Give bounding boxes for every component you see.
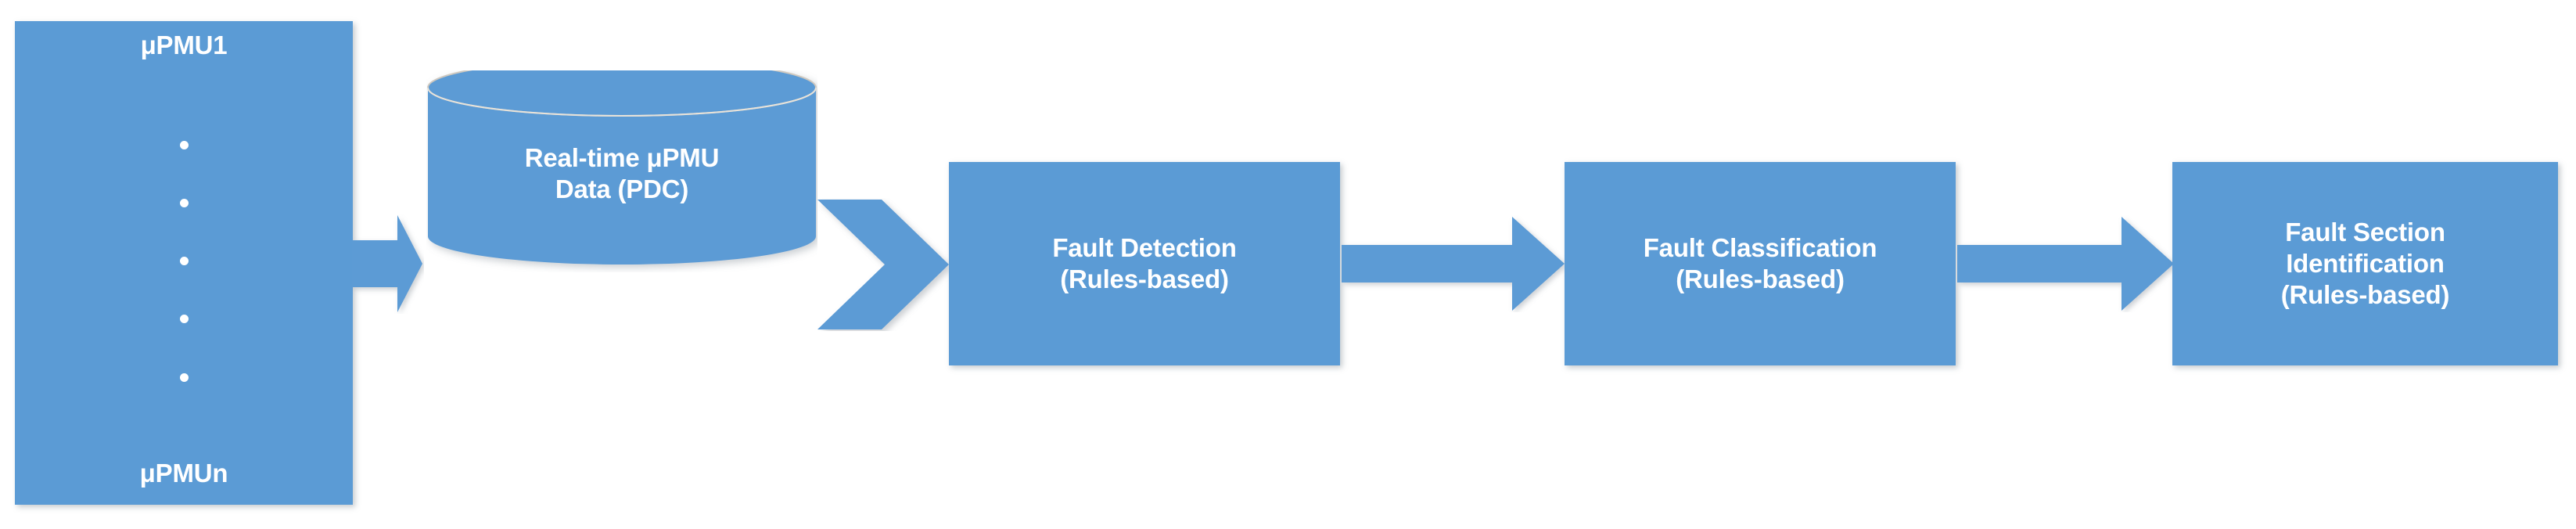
arrow-classify-to-section-icon <box>1957 217 2174 311</box>
node-fault-detection[interactable]: Fault Detection (Rules-based) <box>949 162 1340 365</box>
arrow-detect-to-classify-icon <box>1342 217 1565 311</box>
chevron-pdc-to-detect-icon <box>817 200 949 329</box>
node-pdc-cylinder[interactable]: Real-time μPMU Data (PDC) <box>426 70 817 272</box>
node-fault-section-identification[interactable]: Fault Section Identification (Rules-base… <box>2172 162 2558 365</box>
arrow-pmu-to-pdc-icon <box>352 215 422 312</box>
pmu-stack-bottom-label: μPMUn <box>139 458 228 488</box>
ellipsis-dot <box>179 198 189 207</box>
ellipsis-dot <box>179 140 189 149</box>
pmu-stack-top-label: μPMU1 <box>140 31 228 59</box>
ellipsis-dot <box>179 315 189 324</box>
pmu-stack-vertical-ellipsis <box>15 61 353 458</box>
fault-classification-label: Fault Classification (Rules-based) <box>1643 232 1877 293</box>
node-pmu-stack[interactable]: μPMU1 μPMUn <box>15 21 353 505</box>
cylinder-shape-icon <box>427 70 817 264</box>
fault-section-identification-label: Fault Section Identification (Rules-base… <box>2280 217 2450 310</box>
ellipsis-dot <box>179 372 189 382</box>
node-fault-classification[interactable]: Fault Classification (Rules-based) <box>1565 162 1956 365</box>
ellipsis-dot <box>179 257 189 265</box>
pdc-cylinder-label: Real-time μPMU Data (PDC) <box>524 143 720 204</box>
fault-detection-label: Fault Detection (Rules-based) <box>1052 232 1237 293</box>
